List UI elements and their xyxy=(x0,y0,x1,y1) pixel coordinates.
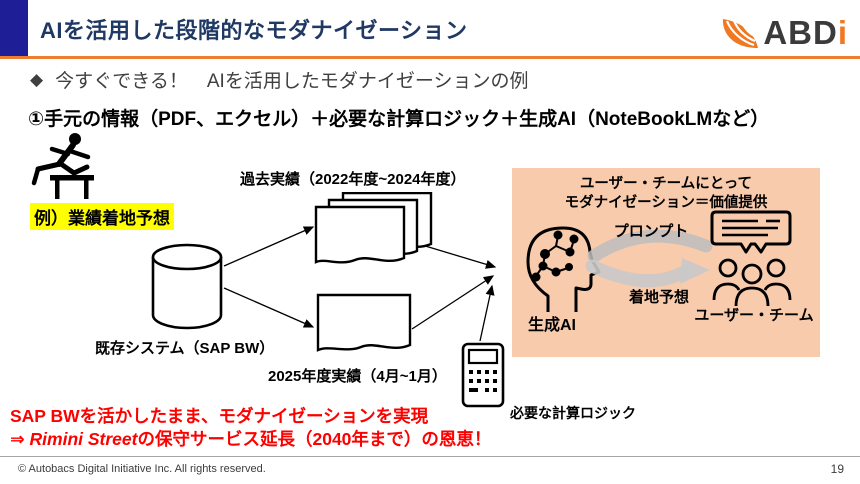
database-cylinder-icon xyxy=(150,243,224,331)
user-group-icon xyxy=(712,256,792,308)
conclusion-line2: ⇒ Rimini Streetの保守サービス延長（2040年まで）の恩恵！ xyxy=(10,429,492,449)
abdi-logo-accent-letter: i xyxy=(837,14,848,51)
section-heading: ◆ 今すぐできる！ AIを活用したモダナイゼーションの例 xyxy=(30,66,528,93)
section-heading-text: 今すぐできる！ AIを活用したモダナイゼーションの例 xyxy=(55,71,529,92)
example-label: 例）業績着地予想 xyxy=(30,203,174,230)
page-number: 19 xyxy=(830,462,844,476)
title-underline xyxy=(0,56,860,59)
value-box: ユーザー・チームにとって モダナイゼーション＝価値提供 xyxy=(512,168,820,357)
diamond-bullet-icon: ◆ xyxy=(30,69,44,89)
document-stack-icon xyxy=(314,192,434,276)
value-box-title-line2: モダナイゼーション＝価値提供 xyxy=(564,195,768,211)
conclusion-text: SAP BWを活かしたまま、モダナイゼーションを実現 ⇒ Rimini Stre… xyxy=(10,405,491,451)
calculator-label: 必要な計算ロジック xyxy=(510,405,636,421)
footer-divider xyxy=(0,456,860,457)
abdi-logo-fan-icon xyxy=(721,17,761,49)
user-team-label: ユーザー・チーム xyxy=(694,307,814,324)
conclusion-line1: SAP BWを活かしたまま、モダナイゼーションを実現 xyxy=(10,406,429,426)
document-icon xyxy=(316,293,412,359)
database-label: 既存システム（SAP BW） xyxy=(95,340,275,357)
forecast-label: 着地予想 xyxy=(628,289,689,306)
past-results-label: 過去実績（2022年度~2024年度） xyxy=(240,171,466,188)
calculator-icon xyxy=(461,342,505,408)
current-results-label: 2025年度実績（4月~1月） xyxy=(268,368,447,385)
copyright-text: © Autobacs Digital Initiative Inc. All r… xyxy=(18,463,266,475)
prompt-label: プロンプト xyxy=(613,223,689,240)
abdi-logo: ABDi xyxy=(721,16,848,49)
exchange-arrows-icon xyxy=(584,230,716,306)
step-subheading: ①手元の情報（PDF、エクセル）＋必要な計算ロジック＋生成AI（NoteBook… xyxy=(28,109,770,130)
abdi-logo-text: ABDi xyxy=(763,14,848,51)
title-accent-block xyxy=(0,0,28,56)
value-box-title: ユーザー・チームにとって モダナイゼーション＝価値提供 xyxy=(512,175,820,213)
generative-ai-label: 生成AI xyxy=(528,317,577,334)
value-box-title-line1: ユーザー・チームにとって xyxy=(579,176,753,192)
speech-bubble-icon xyxy=(710,210,792,260)
rimini-street-name: Rimini Street xyxy=(29,429,138,449)
page-title: AIを活用した段階的なモダナイゼーション xyxy=(40,18,468,43)
ai-brain-head-icon xyxy=(518,220,604,314)
hurdler-icon xyxy=(26,131,100,201)
